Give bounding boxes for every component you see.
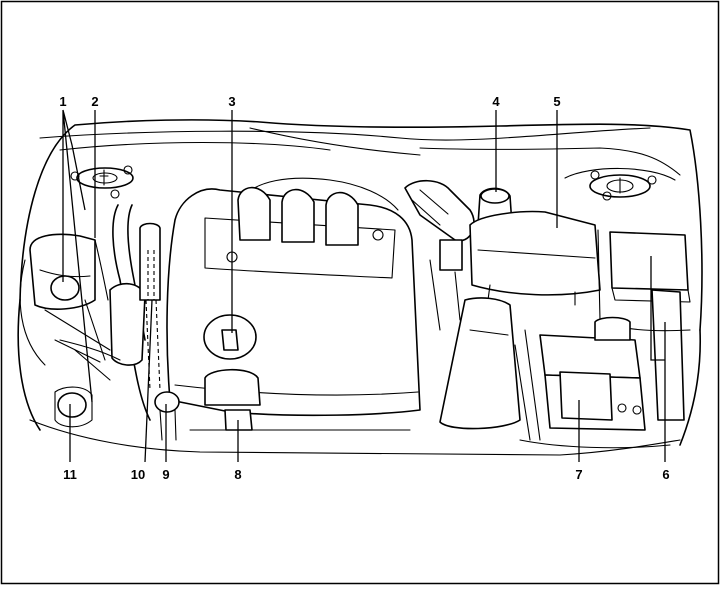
callout-3: 3: [228, 94, 235, 109]
right-strut-tower: [565, 168, 675, 200]
callout-9: 9: [162, 467, 169, 482]
callout-11: 11: [63, 467, 77, 482]
leader-10: [145, 300, 152, 462]
callout-10: 10: [131, 467, 145, 482]
callout-1: 1: [59, 94, 66, 109]
callout-5: 5: [553, 94, 560, 109]
callout-8: 8: [234, 467, 241, 482]
left-reservoir: [20, 234, 110, 426]
battery: [515, 318, 670, 448]
callout-2: 2: [91, 94, 98, 109]
callout-7: 7: [575, 467, 582, 482]
left-strut-tower: [71, 166, 133, 198]
callout-6: 6: [662, 467, 669, 482]
callout-4: 4: [492, 94, 500, 109]
intake-hose: [440, 298, 520, 429]
oil-filler-cap: [204, 315, 256, 359]
air-cleaner-box: [470, 212, 600, 305]
